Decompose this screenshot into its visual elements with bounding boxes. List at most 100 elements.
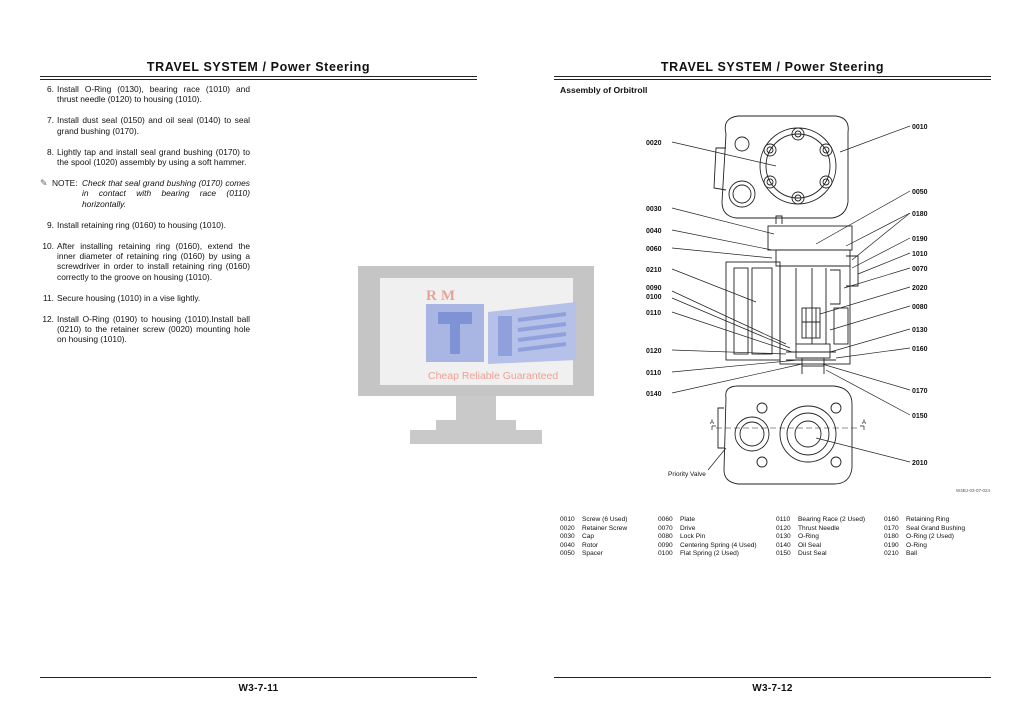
- right-page: TRAVEL SYSTEM / Power Steering Assembly …: [516, 0, 1032, 728]
- legend-name: Lock Pin: [680, 533, 706, 541]
- legend-row: 0180 O-Ring (2 Used): [884, 533, 994, 542]
- legend-row: 0010 Screw (6 Used): [560, 516, 658, 525]
- section-title: Assembly of Orbitroll: [560, 85, 648, 95]
- legend-code: 0010: [560, 516, 575, 523]
- orbitroll-assembly-diagram: 0020 0030 0040 0060 0210 0090 0100 0110 …: [646, 115, 928, 485]
- watermark-stand-base: [410, 430, 542, 444]
- section-mark: A: [862, 420, 866, 426]
- legend-code: 0090: [658, 541, 673, 549]
- left-header-rule: [40, 76, 477, 80]
- legend-code: 0030: [560, 533, 575, 541]
- callout-label: 0110: [646, 370, 661, 377]
- legend-name: Drive: [680, 524, 696, 532]
- legend-code: 0210: [884, 550, 899, 558]
- legend-name: Retaining Ring: [906, 516, 950, 523]
- note-label: NOTE:: [52, 177, 78, 188]
- callout-label: 2010: [912, 460, 928, 467]
- legend-row: 0190 O-Ring: [884, 542, 994, 551]
- legend-name: Seal Grand Bushing: [906, 524, 966, 532]
- callout-label: 0210: [646, 267, 662, 274]
- section-marks: A A: [710, 420, 866, 426]
- right-footer-rule: [554, 677, 991, 678]
- leader-lines: [671, 125, 911, 471]
- watermark-monitor: RM Cheap Reliable Guaranteed: [358, 266, 594, 444]
- legend-name: Cap: [582, 533, 595, 541]
- legend-name: Thrust Needle: [798, 524, 840, 532]
- step-item: 11. Secure housing (1010) in a vise ligh…: [40, 293, 250, 303]
- left-footer-rule: [40, 677, 477, 678]
- legend-name: O-Ring (2 Used): [906, 533, 955, 541]
- callout-label: 0190: [912, 236, 928, 243]
- legend-code: 0140: [776, 541, 791, 549]
- legend-code: 0020: [560, 524, 575, 532]
- legend-code: 0180: [884, 533, 899, 541]
- step-text: Install O-Ring (0190) to housing (1010).…: [57, 313, 250, 345]
- step-number: 8.: [47, 146, 54, 157]
- callout-label: 0160: [912, 346, 928, 353]
- callout-label: 0170: [912, 388, 928, 395]
- right-page-header: TRAVEL SYSTEM / Power Steering: [660, 60, 885, 74]
- step-number: 9.: [47, 219, 54, 230]
- section-mark: A: [710, 420, 714, 426]
- note-text: Check that seal grand bushing (0170) com…: [82, 177, 250, 209]
- legend-name: Bearing Race (2 Used): [798, 516, 866, 523]
- legend-code: 0080: [658, 533, 673, 541]
- step-item: 10. After installing retaining ring (016…: [40, 241, 250, 283]
- left-page: TRAVEL SYSTEM / Power Steering 6. Instal…: [40, 60, 477, 694]
- legend-name: O-Ring: [906, 541, 927, 549]
- legend-code: 0130: [776, 533, 791, 541]
- callout-label: 0090: [646, 285, 662, 292]
- left-page-header: TRAVEL SYSTEM / Power Steering: [146, 60, 371, 74]
- priority-valve-label: Priority Valve: [668, 471, 706, 478]
- step-number: 7.: [47, 115, 54, 126]
- callout-label: 2020: [912, 285, 928, 292]
- callout-label: 0140: [646, 391, 662, 398]
- legend-code: 0150: [776, 550, 791, 558]
- legend-row: 0210 Ball: [884, 550, 994, 559]
- left-page-number: W3-7-11: [238, 683, 279, 694]
- callouts-left: 0020 0030 0040 0060 0210 0090 0100 0110 …: [646, 140, 662, 398]
- callout-label: 1010: [912, 251, 928, 258]
- legend-code: 0190: [884, 541, 899, 549]
- callout-label: 0010: [912, 124, 928, 131]
- watermark-stand-neck: [456, 396, 496, 422]
- callout-label: 0060: [646, 246, 662, 253]
- legend-code: 0050: [560, 550, 575, 558]
- legend-name: Oil Seal: [798, 541, 822, 549]
- callout-label: 0040: [646, 228, 662, 235]
- legend-code: 0070: [658, 524, 673, 532]
- wrench-book-icon: [426, 302, 576, 364]
- parts-legend: 0010 Screw (6 Used) 0020 Retainer Screw 00…: [560, 516, 1010, 559]
- watermark-slogan: Cheap Reliable Guaranteed: [428, 370, 559, 382]
- legend-code: 0110: [776, 516, 791, 523]
- legend-row: 0020 Retainer Screw: [560, 525, 658, 534]
- watermark-stand-foot: [436, 420, 516, 430]
- pencil-icon: ✎: [40, 177, 48, 188]
- step-number: 10.: [42, 240, 54, 251]
- legend-row: 0140 Oil Seal: [776, 542, 884, 551]
- callout-label: 0100: [646, 294, 662, 301]
- callout-label: 0150: [912, 413, 928, 420]
- step-text: Install dust seal (0150) and oil seal (0…: [57, 115, 250, 136]
- step-text: Install O-Ring (0130), bearing race (101…: [57, 84, 250, 105]
- step-item: 8. Lightly tap and install seal grand bu…: [40, 147, 250, 168]
- legend-name: Screw (6 Used): [582, 516, 628, 523]
- callout-label: 0020: [646, 140, 662, 147]
- step-text: After installing retaining ring (0160), …: [57, 240, 250, 282]
- legend-name: Ball: [906, 550, 917, 558]
- legend-row: 0030 Cap: [560, 533, 658, 542]
- legend-row: 0110 Bearing Race (2 Used): [776, 516, 884, 525]
- legend-name: Retainer Screw: [582, 524, 628, 532]
- legend-row: 0080 Lock Pin: [658, 533, 776, 542]
- step-item: 7. Install dust seal (0150) and oil seal…: [40, 115, 250, 136]
- callout-label: 0110: [646, 310, 661, 317]
